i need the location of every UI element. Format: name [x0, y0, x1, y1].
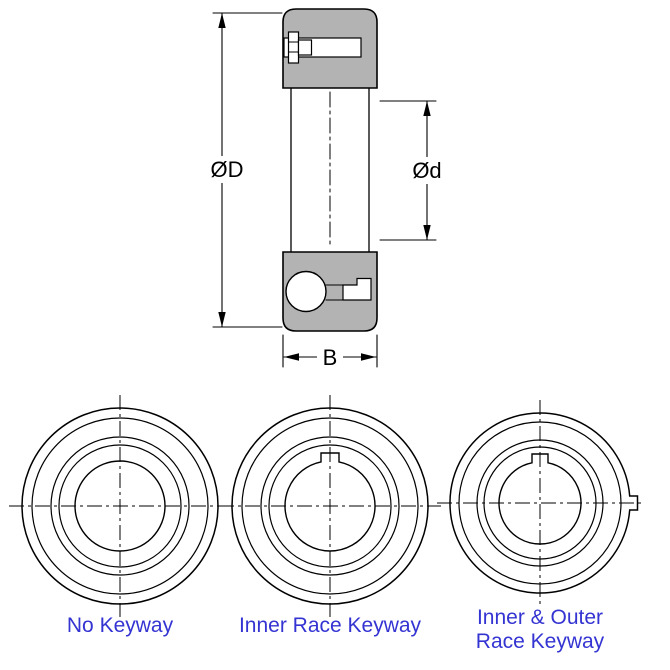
arrowhead-up-icon [218, 13, 226, 28]
bore-circle [74, 460, 166, 552]
inner-ring-key-step [342, 277, 372, 301]
arrowhead-left-icon [284, 353, 299, 361]
sprag-clip-step [297, 39, 313, 56]
caption-inner-race-keyway: Inner Race Keyway [239, 614, 422, 637]
dimension-outer-diameter: ØD [205, 12, 283, 328]
width-label: B [323, 345, 338, 370]
front-view-inner-race-keyway [219, 395, 441, 617]
outer-ring-inner-circle [31, 417, 209, 595]
dim-label-mask [406, 157, 448, 184]
caption-inner-outer-line1: Inner & Outer [477, 606, 603, 629]
arrowhead-right-icon [361, 353, 376, 361]
sprag-clip-body [287, 31, 300, 64]
inner-ring-inner-circle [268, 444, 392, 568]
outer-ring-circle [21, 407, 219, 605]
outer-ring-inner-circle [241, 417, 419, 595]
dimension-width: B [282, 334, 378, 370]
bore-diameter-label: Ød [412, 158, 441, 183]
inner-ring-outer-circle [50, 436, 190, 576]
dim-label-mask [205, 156, 249, 183]
bore-circle-with-keyway [498, 453, 582, 545]
bearing-ball [285, 270, 327, 313]
caption-no-keyway: No Keyway [67, 614, 174, 637]
inner-ring-inner-circle [58, 444, 182, 568]
front-view-inner-outer-race-keyway [437, 400, 643, 606]
inner-ring-outer-circle [260, 436, 400, 576]
inner-ring-inner-circle [483, 446, 597, 560]
outer-ring-inner-circle [458, 421, 622, 585]
outer-ring-circle-with-keyway [449, 412, 639, 594]
dim-label-mask [317, 344, 343, 370]
arrowhead-down-icon [423, 225, 431, 240]
inner-ring-outer-circle [476, 439, 604, 567]
caption-inner-outer-line2: Race Keyway [476, 630, 605, 653]
arrowhead-up-icon [423, 101, 431, 116]
outer-ring-circle [231, 407, 429, 605]
front-view-no-keyway [9, 395, 231, 617]
bearing-cross-section: ØD Ød B [205, 8, 448, 370]
outer-diameter-label: ØD [211, 157, 244, 182]
bore-circle-with-keyway [284, 452, 376, 552]
arrowhead-down-icon [218, 312, 226, 327]
dimension-bore-diameter: Ød [379, 100, 448, 241]
